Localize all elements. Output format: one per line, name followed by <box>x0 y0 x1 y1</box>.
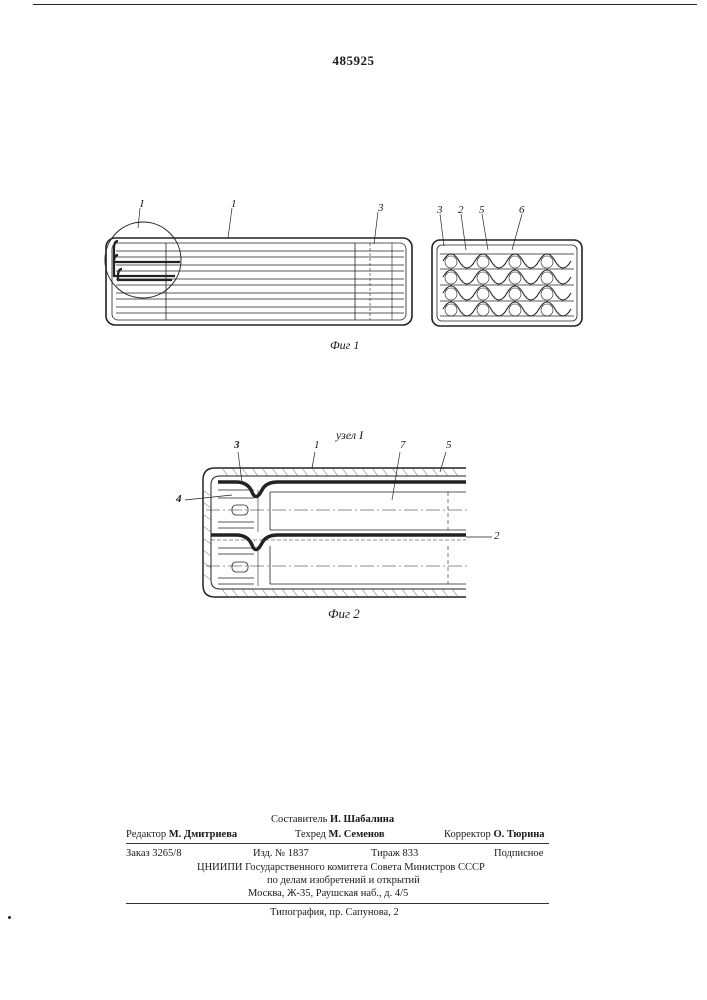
corrector-name: О. Тюрина <box>493 829 544 840</box>
institute-line-2: по делам изобретений и открытий <box>267 875 420 886</box>
corrector-line: Корректор О. Тюрина <box>444 829 545 840</box>
credits-rule-2 <box>126 903 549 904</box>
credits-rule-1 <box>126 843 549 844</box>
composer-label: Составитель <box>271 814 327 825</box>
edition-number: Изд. № 1837 <box>253 848 309 859</box>
print-run: Тираж 833 <box>371 848 418 859</box>
corrector-label: Корректор <box>444 829 491 840</box>
order-number: Заказ 3265/8 <box>126 848 181 859</box>
printer-line: Типография, пр. Сапунова, 2 <box>270 907 399 918</box>
techred-name: М. Семенов <box>329 829 385 840</box>
editor-line: Редактор М. Дмитриева <box>126 829 237 840</box>
subscription: Подписное <box>494 848 543 859</box>
editor-label: Редактор <box>126 829 166 840</box>
techred-label: Техред <box>295 829 326 840</box>
composer-name: И. Шабалина <box>330 814 394 825</box>
institute-line-3: Москва, Ж-35, Раушская наб., д. 4/5 <box>248 888 408 899</box>
margin-dot <box>8 916 11 919</box>
techred-line: Техред М. Семенов <box>295 829 385 840</box>
institute-line-1: ЦНИИПИ Государственного комитета Совета … <box>197 862 485 873</box>
editor-name: М. Дмитриева <box>169 829 237 840</box>
composer-line: Составитель И. Шабалина <box>271 814 394 825</box>
